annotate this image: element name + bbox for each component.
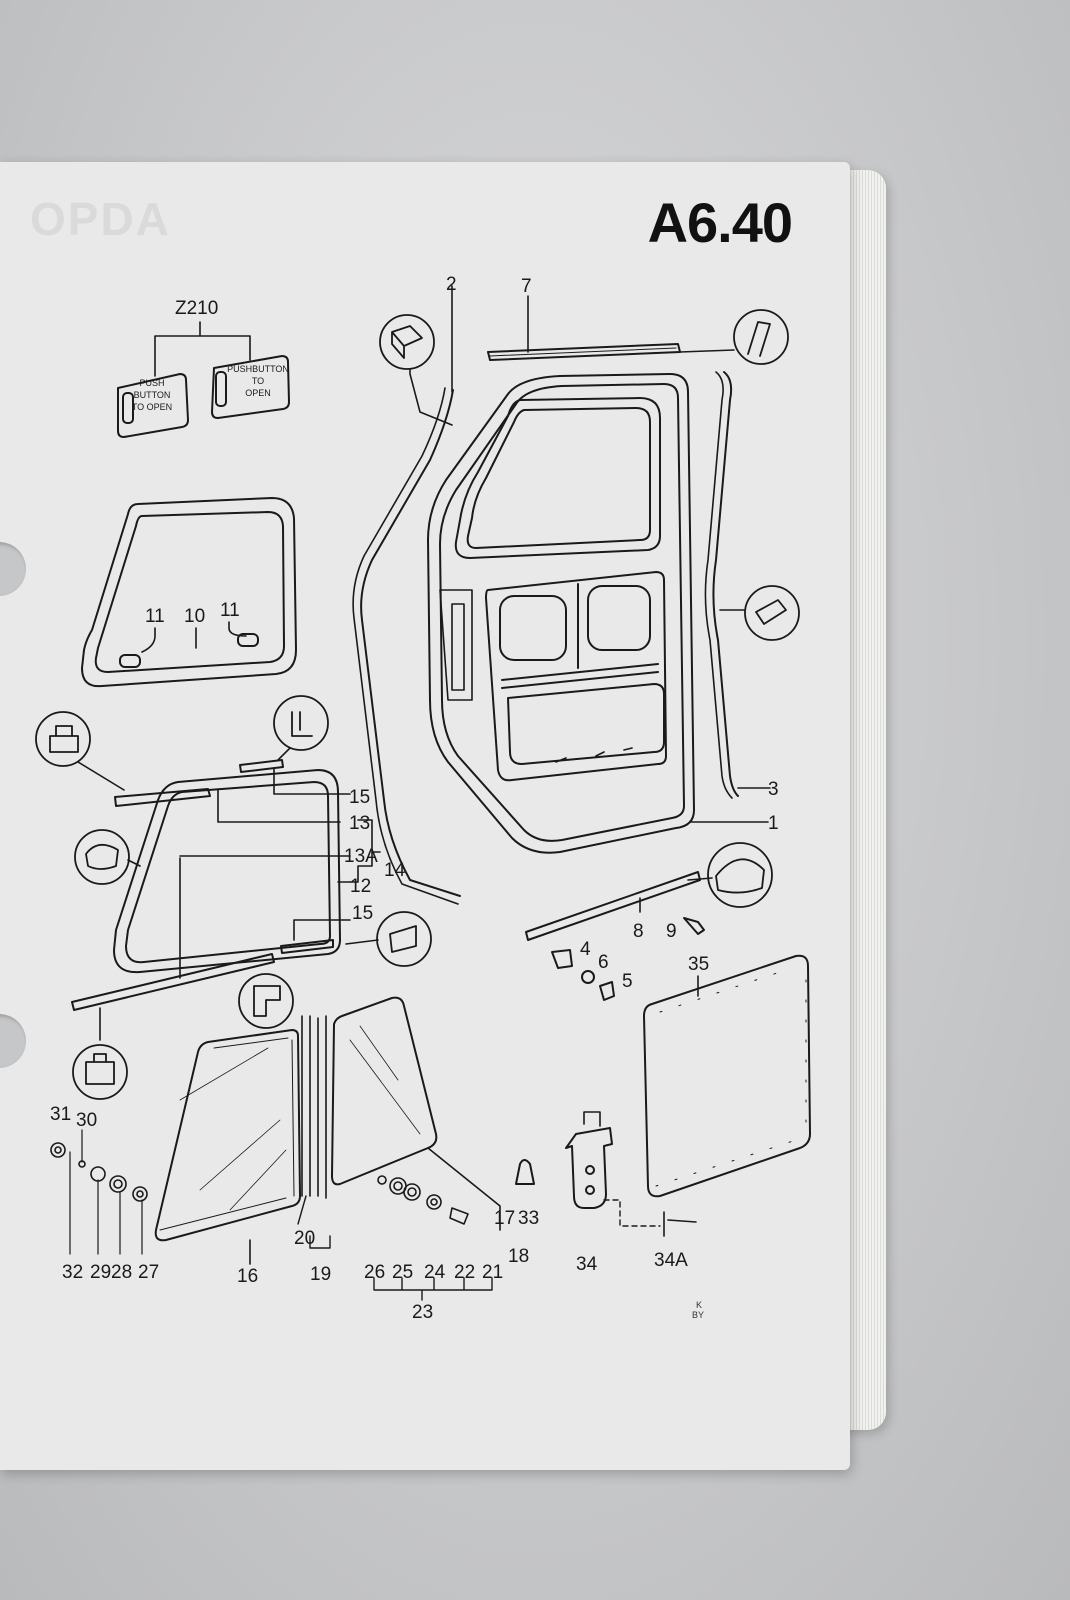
detail-circle-15 (273, 695, 329, 751)
callout-25: 25 (392, 1262, 413, 1283)
callout-28: 28 (111, 1262, 132, 1283)
callout-10: 10 (184, 606, 205, 627)
callout-20: 20 (294, 1228, 315, 1249)
callout-33: 33 (518, 1208, 539, 1229)
detail-circle-20 (238, 973, 294, 1029)
label-right-line3: OPEN (245, 388, 271, 398)
callout-15a: 15 (349, 787, 370, 808)
callout-13: 13 (349, 813, 370, 834)
callout-23: 23 (412, 1302, 433, 1323)
page-code: A6.40 (647, 191, 793, 254)
detail-circle-15b (376, 911, 432, 967)
callout-31: 31 (50, 1104, 71, 1125)
callout-18: 18 (508, 1246, 529, 1267)
callout-7: 7 (521, 276, 532, 297)
ghost-heading: OPDA (30, 193, 171, 245)
detail-circle-14 (72, 1044, 128, 1100)
callout-11a: 11 (145, 606, 165, 627)
rail-7 (487, 343, 681, 361)
callout-29: 29 (90, 1262, 111, 1283)
callout-32: 32 (62, 1262, 83, 1283)
callout-26: 26 (364, 1262, 385, 1283)
hinge-34 (565, 1111, 613, 1209)
callout-3: 3 (768, 779, 779, 800)
label-right-line1: PUSHBUTTON (227, 364, 289, 374)
callout-30: 30 (76, 1110, 97, 1131)
callout-group-ref: Z210 (175, 298, 218, 319)
trim-panel-35 (643, 954, 811, 1198)
callout-8: 8 (633, 921, 644, 942)
door-shell-1 (427, 373, 695, 854)
callout-34A: 34A (654, 1250, 688, 1271)
callout-35: 35 (688, 954, 709, 975)
detail-circle-3 (744, 585, 800, 641)
callout-24: 24 (424, 1262, 446, 1283)
detail-circle-13 (35, 711, 91, 767)
footer-mark-line2: BY (692, 1310, 704, 1320)
bar-8 (525, 871, 701, 941)
detail-circle-8 (707, 842, 773, 908)
callout-5: 5 (622, 971, 633, 992)
label-plate-right (211, 355, 290, 419)
label-plate-text: PUSH BUTTON TO OPEN PUSHBUTTON TO OPEN (132, 364, 289, 412)
detail-circle-12 (74, 829, 130, 885)
label-plate-left (117, 373, 189, 438)
sliding-window-frame (71, 759, 381, 1041)
glass-pane-16 (154, 1029, 301, 1242)
callout-2: 2 (446, 274, 457, 295)
label-right-line2: TO (252, 376, 264, 386)
catch-33 (515, 1159, 535, 1185)
callout-6: 6 (598, 952, 609, 973)
callout-12: 12 (350, 876, 371, 897)
callout-11b: 11 (220, 600, 240, 621)
callout-numbers: Z210 2 7 11 10 11 3 1 15 13 13A 14 12 15… (50, 274, 779, 1323)
detail-circle-2 (379, 314, 435, 370)
label-left-line1: PUSH (139, 378, 164, 388)
callout-15b: 15 (352, 903, 373, 924)
label-left-line3: TO OPEN (132, 402, 172, 412)
callout-34: 34 (576, 1254, 598, 1275)
callout-13A: 13A (344, 846, 378, 867)
callout-22: 22 (454, 1262, 475, 1283)
window-frame-10 (81, 497, 297, 688)
callout-14: 14 (384, 860, 406, 881)
glass-pane-17 (331, 996, 438, 1186)
callout-16: 16 (237, 1266, 258, 1287)
detail-circle-7 (733, 309, 789, 365)
callout-9: 9 (666, 921, 677, 942)
callout-17: 17 (494, 1208, 515, 1229)
callout-19: 19 (310, 1264, 331, 1285)
label-left-line2: BUTTON (134, 390, 171, 400)
callout-27: 27 (138, 1262, 159, 1283)
footer-mark-line1: K (696, 1300, 702, 1310)
callout-4: 4 (580, 939, 591, 960)
callout-21: 21 (482, 1262, 503, 1283)
callout-1: 1 (768, 813, 779, 834)
